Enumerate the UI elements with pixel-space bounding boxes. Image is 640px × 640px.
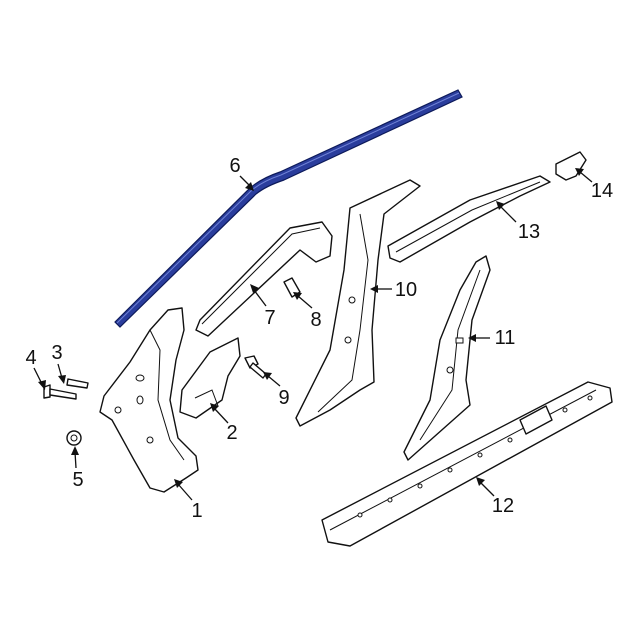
part-7-rail[interactable] <box>195 221 333 337</box>
callout-12: 12 <box>491 495 515 517</box>
part-8-pin[interactable] <box>283 277 301 298</box>
part-3-stud[interactable] <box>66 378 89 389</box>
callout-3: 3 <box>51 342 63 364</box>
callout-2: 2 <box>226 422 238 444</box>
part-12-rocker[interactable] <box>321 381 613 547</box>
callout-1: 1 <box>191 500 203 522</box>
part-4-bolt[interactable] <box>43 384 77 400</box>
callout-4: 4 <box>25 347 37 369</box>
callout-8: 8 <box>310 309 322 331</box>
leader-lines <box>33 168 593 501</box>
callout-5: 5 <box>72 469 84 491</box>
part-11-b-pillar-inner[interactable] <box>403 255 491 461</box>
part-9-bolt[interactable] <box>244 355 267 379</box>
part-2-bracket[interactable] <box>179 337 241 419</box>
callout-7: 7 <box>264 307 276 329</box>
part-5-nut[interactable] <box>66 430 82 446</box>
part-10-b-pillar[interactable] <box>295 179 421 427</box>
callout-9: 9 <box>278 387 290 409</box>
part-14-bracket[interactable] <box>555 151 587 181</box>
callout-10: 10 <box>394 279 418 301</box>
callout-11: 11 <box>494 327 516 349</box>
callout-6: 6 <box>229 155 241 177</box>
part-1-a-pillar[interactable] <box>99 307 199 493</box>
part-13-roof-rail[interactable] <box>387 175 551 263</box>
callout-14: 14 <box>590 180 614 202</box>
callout-13: 13 <box>517 221 541 243</box>
